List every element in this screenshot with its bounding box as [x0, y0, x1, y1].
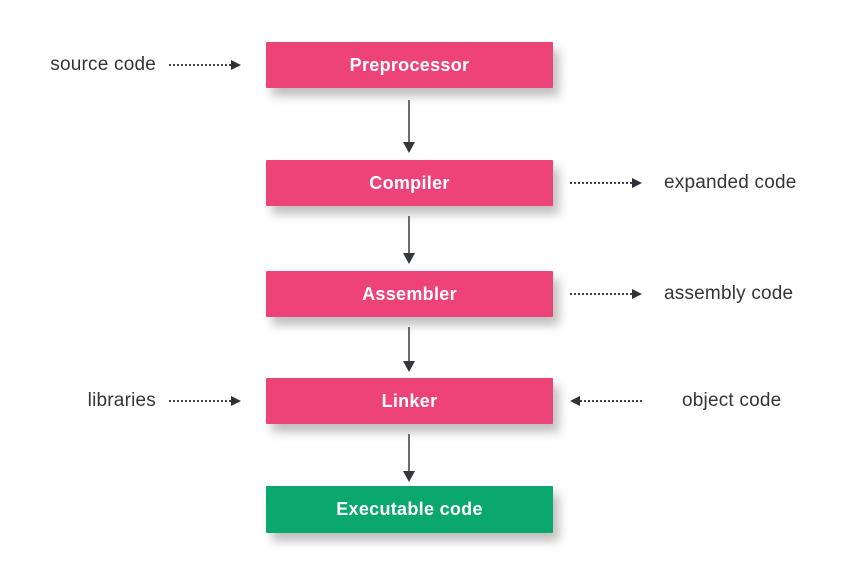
dotted-arrow-left-icon — [570, 396, 642, 406]
dotted-arrow-right-icon — [169, 60, 241, 70]
dotted-line — [570, 182, 632, 184]
arrow-right-icon — [231, 60, 241, 70]
dotted-arrow-right-icon — [169, 396, 241, 406]
annotation-label-object-code: object code — [682, 390, 782, 411]
annotation-label-assembly-code: assembly code — [664, 283, 794, 304]
stage-label-linker: Linker — [381, 390, 438, 411]
flow-arrow-compiler-to-assembler — [402, 216, 416, 264]
annotation-assembly-code: assembly code — [570, 281, 793, 307]
arrow-line — [408, 327, 410, 361]
stage-box-assembler: Assembler — [266, 271, 553, 317]
arrow-down-icon — [403, 142, 415, 153]
arrow-line — [408, 434, 410, 471]
annotation-expanded-code: expanded code — [570, 170, 797, 196]
flow-arrow-assembler-to-linker — [402, 327, 416, 372]
arrow-down-icon — [403, 471, 415, 482]
dotted-line — [169, 400, 231, 402]
dotted-arrow-right-icon — [570, 178, 642, 188]
stage-box-executable-code: Executable code — [266, 486, 553, 533]
annotation-label-libraries: libraries — [87, 390, 156, 411]
arrow-line — [408, 100, 410, 142]
arrow-right-icon — [231, 396, 241, 406]
arrow-down-icon — [403, 253, 415, 264]
annotation-label-source-code: source code — [50, 54, 156, 75]
stage-label-compiler: Compiler — [369, 172, 450, 193]
dotted-arrow-right-icon — [570, 289, 642, 299]
dotted-line — [169, 64, 231, 66]
stage-box-preprocessor: Preprocessor — [266, 42, 553, 88]
annotation-libraries: libraries — [0, 388, 241, 414]
arrow-down-icon — [403, 361, 415, 372]
arrow-right-icon — [632, 289, 642, 299]
arrow-right-icon — [632, 178, 642, 188]
stage-box-linker: Linker — [266, 378, 553, 424]
arrow-line — [408, 216, 410, 253]
stage-label-assembler: Assembler — [362, 283, 457, 304]
flow-arrow-preprocessor-to-compiler — [402, 100, 416, 153]
dotted-line — [570, 293, 632, 295]
stage-label-executable-code: Executable code — [336, 499, 483, 519]
annotation-object-code: object code — [570, 388, 781, 414]
annotation-label-expanded-code: expanded code — [664, 172, 797, 193]
flow-arrow-linker-to-executable — [402, 434, 416, 482]
stage-box-compiler: Compiler — [266, 160, 553, 206]
stage-label-preprocessor: Preprocessor — [349, 54, 470, 75]
dotted-line — [580, 400, 642, 402]
annotation-source-code: source code — [0, 52, 241, 78]
arrow-left-icon — [570, 396, 580, 406]
